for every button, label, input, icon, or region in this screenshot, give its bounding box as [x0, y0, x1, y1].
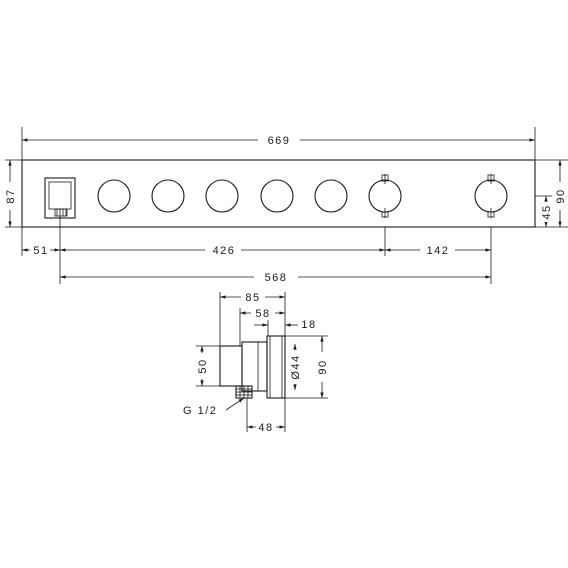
- dim-669: 669: [268, 135, 291, 147]
- dim-87: 87: [5, 188, 17, 203]
- round-button-4: [260, 179, 294, 213]
- dim-diameter-44: Ø44: [290, 354, 302, 379]
- round-button-2: [151, 179, 185, 213]
- round-button-5: [314, 179, 348, 213]
- thread-nipple: [235, 385, 253, 399]
- hose-connector: [44, 177, 76, 219]
- front-view: 669 87 90 45 51 426 142 568: [5, 127, 568, 284]
- round-button-3: [205, 179, 239, 213]
- dim-142: 142: [427, 245, 450, 257]
- thread-label: G 1/2: [183, 405, 217, 417]
- round-button-1: [97, 179, 131, 213]
- dim-48: 48: [258, 422, 273, 434]
- dim-58: 58: [255, 308, 270, 320]
- dim-45: 45: [541, 204, 553, 219]
- dim-18: 18: [301, 319, 316, 331]
- dim-85: 85: [245, 292, 260, 304]
- thermostat-knob-1: [368, 174, 402, 218]
- thermostat-knob-2: [474, 174, 508, 218]
- panel-outline: [21, 159, 536, 228]
- dim-90-side: 90: [317, 359, 329, 374]
- side-view: 85 58 18 50 Ø44 90 G 1/2 48: [183, 290, 329, 434]
- dim-568: 568: [265, 272, 288, 284]
- dim-90-front: 90: [555, 188, 567, 203]
- dim-50: 50: [197, 358, 209, 373]
- side-body: [219, 345, 243, 387]
- dim-426: 426: [213, 245, 236, 257]
- dim-51: 51: [33, 245, 48, 257]
- side-plate: [266, 335, 286, 399]
